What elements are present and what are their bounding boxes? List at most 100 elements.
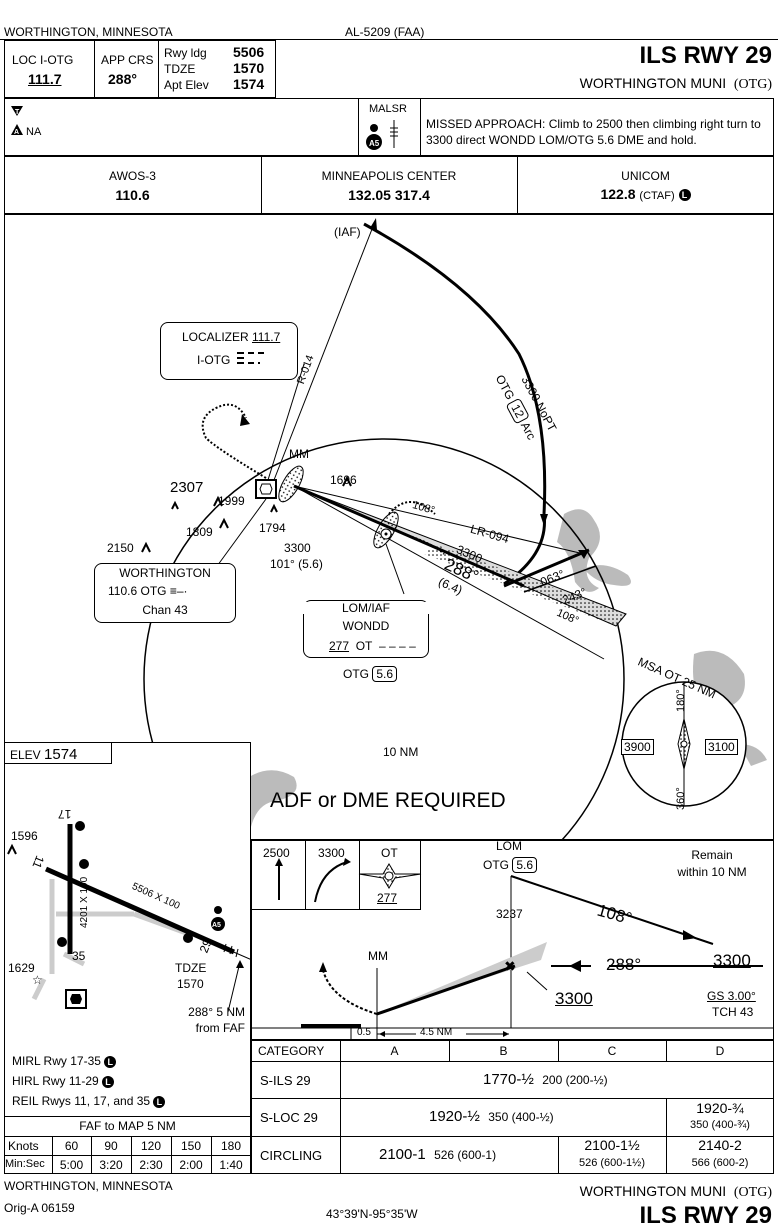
segment-altitude: 3300 [284,541,311,555]
divider [666,1098,667,1174]
faf-note-1: 288° 5 NM [188,1005,245,1019]
circling-ab-mda: 2100-1 [379,1146,426,1163]
diagram-obstacle-1596: 1596 [11,829,38,843]
divider [558,1040,559,1061]
elev-label: ELEV [10,748,41,762]
elev-line: ELEV 1574 [10,747,77,762]
sils-hat: 200 (200-½) [542,1073,608,1087]
center-frequency: 132.05 317.4 [348,187,430,203]
obstacle-2150: 2150 [107,541,134,555]
adf-required-note: ADF or DME REQUIRED [270,789,506,812]
time-150: 2:00 [179,1158,203,1172]
svg-text:✖: ✖ [504,958,516,974]
shape [70,994,82,1004]
lom-name: WONDD [342,619,390,633]
profile-hold-altitude: 3300 [713,951,751,970]
lighting-text-1: MIRL Rwy 17-35 [12,1054,101,1068]
localizer-back-line [293,485,605,660]
arrow [370,218,377,230]
leader-line [385,543,405,595]
localizer-id: I-OTG [197,353,231,367]
airport-name: WORTHINGTON MUNI [579,75,727,91]
shape [211,917,225,931]
divider [4,1155,251,1156]
briefing-strip [4,40,276,98]
rwy-17-label: 17 [58,807,72,821]
shape [7,843,17,855]
obstacle-1696: 1696 [330,473,357,487]
circling-c-hat: 526 (600-1½) [578,1157,646,1169]
divider [261,156,262,214]
leader-line [267,363,305,481]
footer-airport: WORTHINGTON MUNI (OTG) [580,1184,772,1200]
chart-title: ILS RWY 29 [639,42,773,69]
shape [319,962,327,972]
shape [259,483,273,495]
knots-150: 150 [180,1139,202,1153]
lom-freq-line: 277 OT – – – – [329,639,416,653]
svg-text:A5: A5 [212,922,221,929]
shape [214,906,222,914]
time-90: 3:20 [99,1158,123,1172]
sils-da-vis: 1770-½ [483,1071,534,1088]
lom-frequency: 277 [329,639,350,653]
sils-label: S-ILS 29 [260,1073,311,1088]
tdze-label: TDZE [164,62,196,76]
unicom-freq-line: 122.8 (CTAF) L [517,187,774,202]
circling-d-mda: 2140-2 [698,1137,742,1153]
vor-name: WORTHINGTON [119,566,211,580]
header-location: WORTHINGTON, MINNESOTA [4,25,173,39]
svg-text:A: A [14,129,19,136]
unicom-frequency: 122.8 [600,186,636,202]
procedure-id: AL-5209 (FAA) [345,25,425,39]
remain-line-1: Remain [691,848,733,862]
radial-014 [273,223,375,481]
sloc-abc-mda: 1920-½ [429,1108,480,1125]
loc-label: LOC I-OTG [12,53,74,67]
vor-station-icon [255,479,277,499]
missed-icons-box [251,840,421,910]
profile-graphics: ✖ [251,858,774,1040]
timing-title: FAF to MAP 5 NM [79,1119,176,1133]
apt-elev-label: Apt Elev [164,78,209,92]
morse-code-icon [237,352,264,364]
vor-box [94,563,236,623]
minsec-label: Min:Sec [5,1158,45,1170]
shape [44,866,236,955]
app-crs-label: APP CRS [101,53,154,67]
category-header: CATEGORY [258,1044,325,1058]
segment-course: 101° (5.6) [270,557,323,571]
sloc-label: S-LOC 29 [260,1110,318,1125]
vor-channel: Chan 43 [142,603,188,617]
lighting-note-icon: L [102,1075,115,1088]
takeoff-minimums-icon: T A [11,106,23,136]
distance-45: 4.5 NM [420,1027,453,1038]
rwy-ldg-label: Rwy ldg [164,46,207,60]
divider [449,1040,450,1061]
circling-d-hat: 566 (600-2) [691,1157,749,1169]
rwy-17-35-dimensions: 4201 X 100 [79,876,90,928]
missed-approach-path [201,403,267,479]
timing-table [4,1116,251,1174]
shape [381,942,547,1012]
ring-label: 10 NM [383,745,419,759]
lom-dme-value: 5.6 [372,666,398,682]
cat-c-header: C [607,1044,617,1058]
time-120: 2:30 [139,1158,163,1172]
localizer-frequency: 111.7 [252,330,281,344]
elev-box [4,742,112,764]
divider [158,40,159,98]
knots-label: Knots [8,1139,39,1153]
lighting-note-icon: L [153,1095,166,1108]
divider [171,1136,172,1174]
profile-alt-3237: 3237 [496,907,523,921]
sloc-d-mda: 1920-¾ [696,1100,744,1116]
time-60: 5:00 [59,1158,84,1172]
svg-text:A5: A5 [369,139,380,148]
awos-label: AWOS-3 [109,169,156,183]
shape [683,930,697,940]
lom-label: LOM/IAF [303,602,429,614]
msa-sector-3100: 3100 [705,739,738,755]
obstacle-1809: 1809 [186,525,213,539]
profile-lom-label: LOM [496,839,523,853]
